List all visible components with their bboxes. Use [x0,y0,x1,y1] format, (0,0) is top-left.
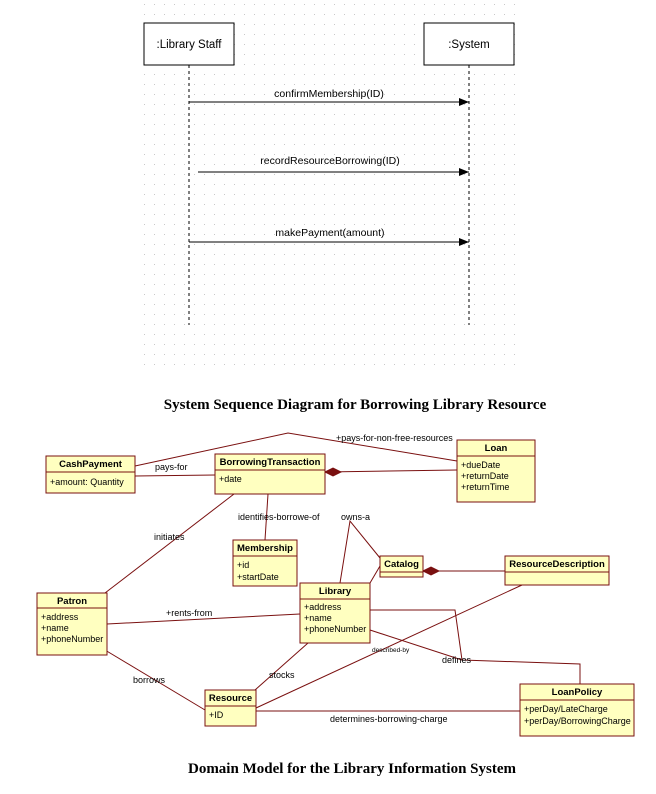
class-attribute: +name [304,613,332,623]
association-identifies [264,493,269,541]
class-attribute: +amount: Quantity [50,477,124,487]
class-box [45,455,136,494]
label-pays-for-non-free: +pays-for-non-free-resources [336,433,453,443]
class-attribute: +perDay/BorrowingCharge [524,716,631,726]
class-name: Library [319,586,352,597]
association-rents-from [106,613,301,625]
association-labels: +pays-for-non-free-resources pays-for in… [133,433,472,724]
class-cashpayment: CashPayment +amount: Quantity [45,455,136,494]
message-label: confirmMembership(ID) [274,88,384,100]
class-borrowingtransaction: BorrowingTransaction +date [214,453,326,495]
class-attribute: +phoneNumber [41,634,103,644]
class-box [204,689,257,727]
association-transaction-loan [324,469,458,473]
class-attribute: +ID [209,710,224,720]
message-label: recordResourceBorrowing(ID) [260,155,399,167]
sequence-diagram: :Library Staff :System confirmMembership… [136,0,524,372]
composition-diamond [323,467,343,477]
label-described-by: described-by [372,647,410,654]
label-determines: determines-borrowing-charge [330,714,448,724]
label-stocks: stocks [269,670,295,680]
label-pays-for: pays-for [155,462,188,472]
class-name: ResourceDescription [509,559,605,570]
association-stocks [254,642,309,691]
class-attribute: +returnTime [461,482,509,492]
participant-label: :Library Staff [157,39,223,51]
class-attribute: +phoneNumber [304,624,366,634]
class-box [519,683,635,737]
label-rents-from: +rents-from [166,608,212,618]
association-described-by [255,584,523,709]
class-attribute: +address [41,612,79,622]
class-resource: Resource +ID [204,689,257,727]
label-defines: defines [442,655,472,665]
class-attribute: +perDay/LateCharge [524,704,608,714]
association-borrows [104,649,206,711]
participant-library-staff: :Library Staff [143,22,235,325]
class-box [214,453,326,495]
class-catalog: Catalog [379,555,424,578]
message-label: makePayment(amount) [275,227,384,239]
class-attribute: +address [304,602,342,612]
association-pays-for [134,474,216,477]
class-resourcedescription: ResourceDescription [504,555,610,586]
association-owns [339,519,381,584]
class-name: Membership [237,543,293,554]
class-name: Catalog [384,559,419,570]
association-defines-branch [369,629,463,661]
class-loanpolicy: LoanPolicy +perDay/LateCharge +perDay/Bo… [519,683,635,737]
class-name: Resource [209,693,252,704]
participant-label: :System [448,39,490,51]
class-name: Loan [485,443,508,454]
class-library: Library +address +name +phoneNumber [299,582,371,644]
class-attribute: +id [237,560,249,570]
label-initiates: initiates [154,532,185,542]
class-loan: Loan +dueDate +returnDate +returnTime [456,439,536,503]
label-borrows: borrows [133,675,166,685]
class-attribute: +name [41,623,69,633]
class-box [456,439,536,503]
domain-model-caption: Domain Model for the Library Information… [188,761,517,777]
participant-system: :System [423,22,515,325]
sequence-diagram-caption: System Sequence Diagram for Borrowing Li… [164,397,547,413]
association-library-catalog [369,565,381,584]
class-name: BorrowingTransaction [220,457,321,468]
message-record-resource-borrowing: recordResourceBorrowing(ID) [198,155,469,176]
label-identifies: identifies-borrowe-of [238,512,320,522]
class-attribute: +startDate [237,572,279,582]
composition-diamond [421,566,441,576]
class-membership: Membership +id +startDate [232,539,298,587]
class-attribute: +dueDate [461,460,500,470]
class-attribute: +date [219,474,242,484]
message-confirm-membership: confirmMembership(ID) [189,88,469,106]
participant-box [143,22,235,66]
class-name: LoanPolicy [552,687,603,698]
association-initiates [104,493,235,594]
class-attribute: +returnDate [461,471,509,481]
class-box [232,539,298,587]
message-make-payment: makePayment(amount) [189,227,469,246]
class-name: Patron [57,596,87,607]
class-name: CashPayment [59,459,123,470]
association-pays-for-non-free [134,432,458,467]
class-box [504,555,610,586]
class-box [299,582,371,644]
class-patron: Patron +address +name +phoneNumber [36,592,108,656]
associations [104,432,581,712]
class-box [36,592,108,656]
label-owns: owns-a [341,512,370,522]
